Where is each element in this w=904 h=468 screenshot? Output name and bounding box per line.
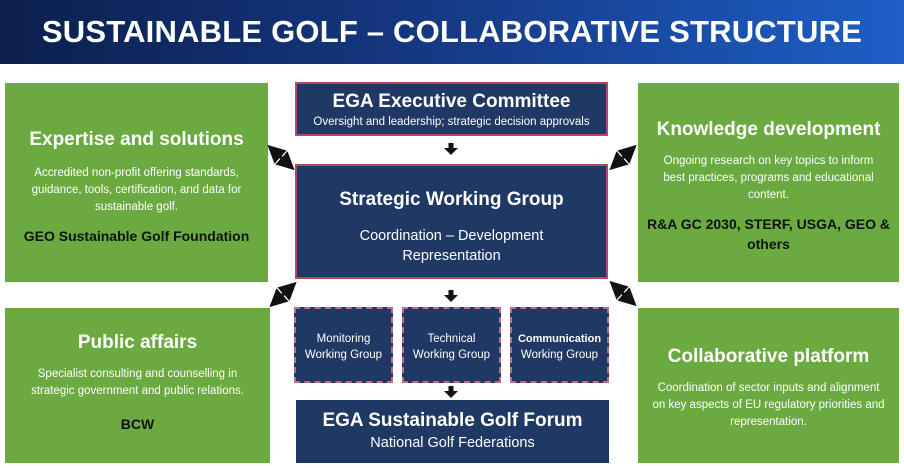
communication-wg-line-1: Communication bbox=[517, 333, 602, 345]
public-affairs-box: Public affairs Specialist consulting and… bbox=[5, 308, 270, 463]
monitoring-working-group-box: Monitoring Working Group bbox=[294, 307, 393, 383]
strategic-working-group-box: Strategic Working Group Coordination – D… bbox=[295, 164, 608, 279]
collab-desc-1: Coordination of sector inputs and alignm… bbox=[657, 382, 880, 394]
collab-title: Collaborative platform bbox=[667, 346, 870, 367]
knowledge-org-1: R&A GC 2030, STERF, USGA, GEO & bbox=[647, 216, 890, 232]
knowledge-desc-3: content. bbox=[748, 189, 789, 201]
knowledge-title: Knowledge development bbox=[656, 119, 881, 140]
double-arrow-expertise-swg bbox=[267, 144, 295, 171]
expertise-title: Expertise and solutions bbox=[29, 129, 244, 150]
expertise-org: GEO Sustainable Golf Foundation bbox=[23, 228, 250, 244]
knowledge-box: Knowledge development Ongoing research o… bbox=[638, 83, 899, 282]
swg-title: Strategic Working Group bbox=[339, 189, 564, 210]
down-arrow-groups-to-forum bbox=[444, 386, 458, 398]
double-arrow-knowledge-swg bbox=[609, 144, 637, 171]
down-arrow-swg-to-groups bbox=[444, 290, 458, 302]
executive-title: EGA Executive Committee bbox=[332, 91, 571, 112]
technical-wg-line-2: Working Group bbox=[412, 349, 491, 361]
double-arrow-collab-swg bbox=[609, 280, 637, 307]
collab-desc-2: on key aspects of EU regulatory prioriti… bbox=[652, 399, 885, 411]
expertise-box: Expertise and solutions Accredited non-p… bbox=[5, 83, 268, 282]
executive-committee-box: EGA Executive Committee Oversight and le… bbox=[295, 82, 608, 136]
forum-subtitle: National Golf Federations bbox=[370, 435, 535, 451]
knowledge-desc-1: Ongoing research on key topics to inform bbox=[663, 155, 874, 167]
public-affairs-desc-2: strategic government and public relation… bbox=[31, 385, 244, 397]
header-banner: SUSTAINABLE GOLF – COLLABORATIVE STRUCTU… bbox=[0, 0, 904, 64]
swg-line-1: Coordination – Development bbox=[359, 228, 544, 244]
communication-wg-line-2: Working Group bbox=[520, 349, 599, 361]
expertise-desc-3: sustainable golf. bbox=[94, 201, 179, 213]
technical-wg-line-1: Technical bbox=[427, 333, 476, 345]
double-arrow-public-affairs-swg bbox=[269, 281, 297, 308]
forum-title: EGA Sustainable Golf Forum bbox=[322, 410, 583, 431]
expertise-desc-1: Accredited non-profit offering standards… bbox=[34, 167, 239, 179]
knowledge-desc-2: best practices, programs and educational bbox=[663, 172, 874, 184]
page-title: SUSTAINABLE GOLF – COLLABORATIVE STRUCTU… bbox=[41, 14, 863, 49]
collab-box: Collaborative platform Coordination of s… bbox=[638, 308, 899, 463]
public-affairs-org: BCW bbox=[120, 416, 155, 432]
collab-desc-3: representation. bbox=[730, 416, 807, 428]
executive-subtitle: Oversight and leadership; strategic deci… bbox=[313, 116, 590, 128]
swg-line-2: Representation bbox=[402, 248, 501, 264]
technical-working-group-box: Technical Working Group bbox=[402, 307, 501, 383]
monitoring-wg-line-1: Monitoring bbox=[316, 333, 371, 345]
public-affairs-title: Public affairs bbox=[77, 332, 198, 353]
monitoring-wg-line-2: Working Group bbox=[304, 349, 383, 361]
communication-working-group-box: Communication Working Group bbox=[510, 307, 609, 383]
sustainable-golf-forum-box: EGA Sustainable Golf Forum National Golf… bbox=[296, 400, 609, 463]
public-affairs-desc-1: Specialist consulting and counselling in bbox=[37, 368, 238, 380]
expertise-desc-2: guidance, tools, certification, and data… bbox=[31, 184, 242, 196]
down-arrow-exec-to-swg bbox=[444, 143, 458, 155]
knowledge-org-2: others bbox=[747, 236, 790, 252]
